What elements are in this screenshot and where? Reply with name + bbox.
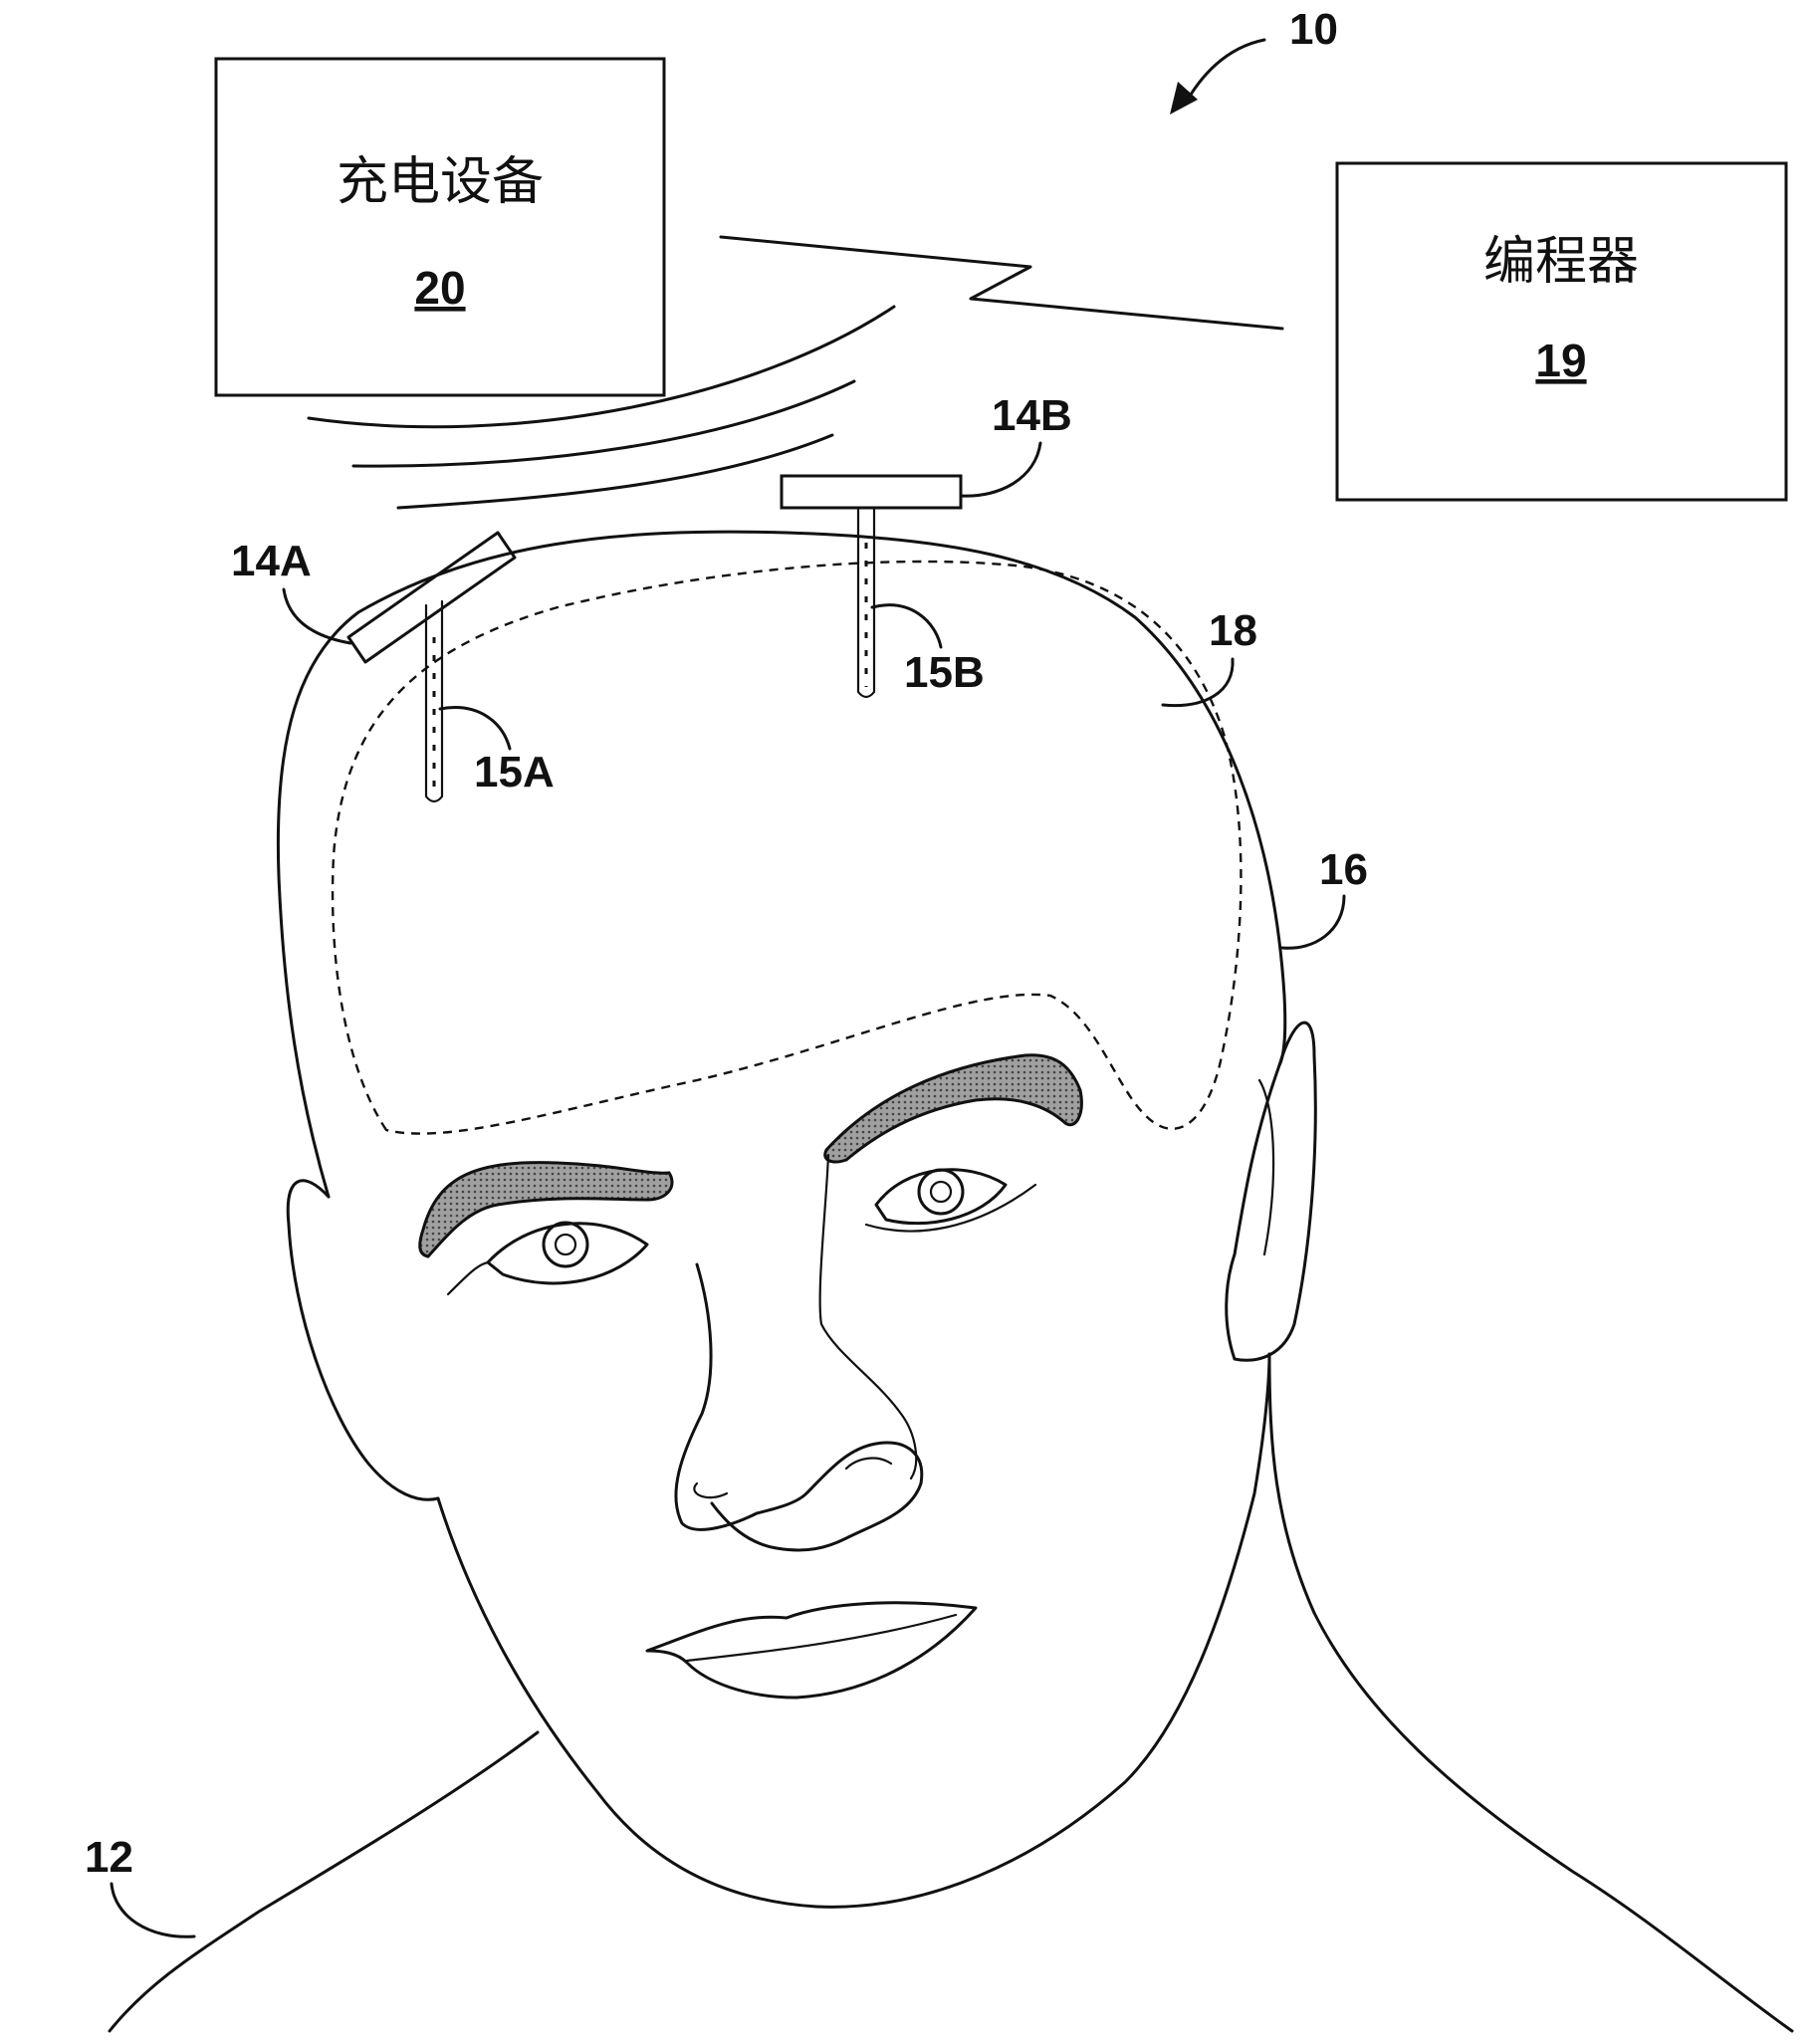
charging-device-title: 充电设备 [337,152,544,212]
device-a-label: 14A [231,537,312,585]
shoulder-left [108,1730,540,2033]
left-iris [542,1221,589,1268]
patient-reference-leader [110,1882,196,1938]
brain-reference-leader [1161,657,1235,708]
left-pupil [554,1233,577,1256]
right-eye-crease [864,1183,1037,1233]
charging-device-number: 20 [414,262,465,314]
charging-field-arcs [307,305,896,510]
brain-outline [331,560,1243,1135]
lead-b-label: 15B [904,648,985,697]
arrowhead-icon [1170,82,1198,114]
left-nostril [693,1481,729,1499]
right-ear-inner [1257,1078,1275,1256]
charging-arc-3 [396,433,834,510]
programmer-box [1335,161,1788,502]
programmer-number: 19 [1535,335,1586,386]
left-eye-outline [486,1222,649,1285]
head-reference-label: 16 [1319,845,1368,894]
brain-reference-label: 18 [1209,606,1257,655]
right-eye-outline [874,1168,1008,1226]
head-reference-leader [1280,894,1346,950]
jaw-outline [436,1352,1271,1909]
neck-right [1267,1352,1794,2033]
programmer-title: 编程器 [1483,232,1639,292]
charging-device: 充电设备 20 [214,57,666,397]
left-ear [286,1179,440,1501]
lead-a-label: 15A [474,748,555,796]
left-eyebrow [418,1161,674,1258]
system-reference-arrow [1183,38,1266,107]
device-b-leader [959,441,1042,498]
system-reference: 10 [1170,5,1338,114]
right-eyebrow [823,1053,1083,1164]
patient-reference-label: 12 [85,1833,133,1882]
lead-a-leader [438,706,512,751]
nose-bridge [818,1153,918,1480]
right-iris [917,1168,965,1216]
charging-device-box [214,57,666,397]
left-eye-crease [446,1260,490,1296]
system-reference-label: 10 [1289,5,1338,54]
implantable-device-a: 14A 15A [231,531,555,803]
head-outline [276,530,1287,1199]
implantable-device-b: 14B 15B [780,391,1072,699]
mouth [645,1601,978,1700]
lead-b-body [856,506,876,699]
device-a-housing [346,531,517,664]
right-eye [864,1168,1037,1233]
right-pupil [929,1180,953,1204]
right-nostril [844,1457,893,1471]
device-b-housing [780,474,963,510]
device-a-leader [282,587,352,645]
charging-arc-2 [351,379,856,468]
charging-arc-1 [307,305,896,429]
left-eye [446,1221,649,1296]
lead-a-body [424,599,444,803]
lip-line [685,1613,958,1663]
nose [674,1262,924,1552]
right-ear [1225,1021,1317,1362]
lead-b-leader [870,603,943,649]
programmer: 编程器 19 [1335,161,1788,502]
wireless-link-icon [719,235,1284,331]
device-b-label: 14B [992,391,1072,440]
